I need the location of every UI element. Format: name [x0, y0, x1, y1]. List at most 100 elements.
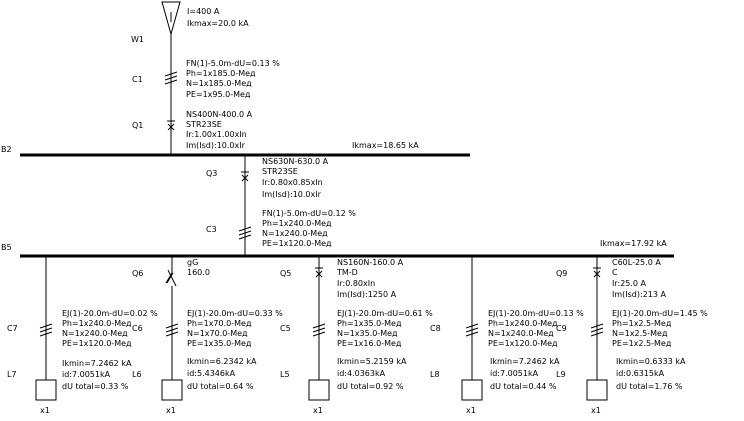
feeder-5-device-line-2: C: [612, 268, 618, 277]
tie-breaker-line-3: Ir:0.80x0.85xIn: [262, 178, 323, 187]
feeder-3-mult: x1: [313, 406, 323, 415]
feeder-3-load-box: [308, 379, 330, 401]
feeder-3-load-line-2: id:4.0363kA: [337, 369, 386, 378]
feeder-2-cable-line-2: Ph=1x70.0-Мед: [187, 319, 252, 328]
feeder-5-cable-line-3: N=1x2.5-Мед: [612, 329, 668, 338]
tie-breaker-line-4: Im(Isd):10.0xIr: [262, 190, 322, 199]
incomer-cable-line-2: Ph=1x185.0-Мед: [186, 69, 256, 78]
feeder-4-mult: x1: [466, 406, 476, 415]
feeder-5-cable-line-4: PE=1x2.5-Мед: [612, 339, 672, 348]
feeder-1-cable-line-4: PE=1x120.0-Мед: [62, 339, 132, 348]
feeder-1-load-box: [35, 379, 57, 401]
feeder-2-cable-name: C6: [132, 324, 143, 333]
feeder-5[interactable]: Q9 C60L-25.0 A C Ir:25.0 A Im(Isd):213 A…: [556, 256, 708, 415]
feeder-5-cable-line-2: Ph=1x2.5-Мед: [612, 319, 672, 328]
feeder-1-cable-line-3: N=1x240.0-Мед: [62, 329, 128, 338]
tie-cable-line-1: FN(1)-5.0m-dU=0.12 %: [262, 209, 356, 218]
feeder-1-load-line-3: dU total=0.33 %: [62, 382, 129, 391]
feeder-5-load-line-3: dU total=1.76 %: [616, 382, 683, 391]
feeder-5-load-line-2: id:0.6315kA: [616, 369, 665, 378]
feeder-3-load-line-3: dU total=0.92 %: [337, 382, 404, 391]
incomer-cable-line-3: N=1x185.0-Мед: [186, 79, 252, 88]
feeder-3-cable-line-2: Ph=1x35.0-Мед: [337, 319, 402, 328]
incomer-breaker-line-4: Im(Isd):10.0xIr: [186, 141, 246, 150]
tie-breaker[interactable]: Q3 NS630N-630.0 A STR23SE Ir:0.80x0.85xI…: [206, 157, 329, 199]
tie-breaker-line-2: STR23SE: [262, 167, 298, 176]
feeder-5-mult: x1: [591, 406, 601, 415]
feeder-2-cable-line-4: PE=1x35.0-Мед: [187, 339, 252, 348]
feeder-1[interactable]: C7 EJ(1)-20.0m-dU=0.02 % Ph=1x240.0-Мед …: [7, 256, 158, 415]
feeder-2-cable-line-1: EJ(1)-20.0m-dU=0.33 %: [187, 309, 283, 318]
feeder-5-load-name: L9: [556, 370, 566, 379]
feeder-5-device-name: Q9: [556, 269, 567, 278]
feeder-4-load-name: L8: [430, 370, 440, 379]
incomer-breaker[interactable]: Q1 NS400N-400.0 A STR23SE Ir:1.00x1.00xI…: [132, 110, 253, 150]
feeder-2-load-line-1: Ikmin=6.2342 kA: [187, 357, 257, 366]
feeder-1-mult: x1: [40, 406, 50, 415]
feeder-1-cable-name: C7: [7, 324, 18, 333]
feeder-3-load-line-1: Ikmin=5.2159 kA: [337, 357, 407, 366]
incomer-cable-line-1: FN(1)-5.0m-dU=0.13 %: [186, 59, 280, 68]
feeder-1-load-line-1: Ikmin=7.2462 kA: [62, 359, 132, 368]
source-symbol: [161, 1, 181, 36]
tie-cable-line-2: Ph=1x240.0-Мед: [262, 219, 332, 228]
feeder-4-cable-line-1: EJ(1)-20.0m-dU=0.13 %: [488, 309, 584, 318]
feeder-2-mult: x1: [166, 406, 176, 415]
tie-breaker-line-1: NS630N-630.0 A: [262, 157, 329, 166]
incomer-breaker-line-3: Ir:1.00x1.00xIn: [186, 130, 247, 139]
feeder-5-cable-name: C9: [556, 324, 567, 333]
bus-b5[interactable]: B5 Ikmax=17.92 kA: [1, 239, 674, 258]
feeder-5-device-line-3: Ir:25.0 A: [612, 279, 647, 288]
feeder-5-load-box: [586, 379, 608, 401]
feeder-2-load-name: L6: [132, 370, 142, 379]
feeder-3-cable-line-1: EJ(1)-20.0m-dU=0.61 %: [337, 309, 433, 318]
feeder-4[interactable]: C8 EJ(1)-20.0m-dU=0.13 % Ph=1x240.0-Мед …: [430, 256, 584, 415]
bus-b5-ikmax: Ikmax=17.92 kA: [600, 239, 667, 248]
source[interactable]: I=400 A Ikmax=20.0 kA W1: [131, 1, 249, 44]
feeder-3[interactable]: Q5 NS160N-160.0 A TM-D Ir:0.80xIn Im(Isd…: [280, 256, 433, 415]
feeder-5-device-line-1: C60L-25.0 A: [612, 258, 661, 267]
feeder-2-device-line-1: gG: [187, 258, 198, 267]
feeder-2-device-line-2: 160.0: [187, 268, 210, 277]
feeder-5-device-line-4: Im(Isd):213 A: [612, 290, 667, 299]
incomer-breaker-name: Q1: [132, 121, 143, 130]
feeder-2-device-name: Q6: [132, 269, 143, 278]
source-ikmax-text: Ikmax=20.0 kA: [187, 19, 249, 28]
feeder-4-cable-name: C8: [430, 324, 441, 333]
tie-cable-line-3: N=1x240.0-Мед: [262, 229, 328, 238]
feeder-3-device-line-1: NS160N-160.0 A: [337, 258, 404, 267]
feeder-3-device-line-4: Im(Isd):1250 A: [337, 290, 397, 299]
feeder-3-device-name: Q5: [280, 269, 291, 278]
feeder-3-device-line-3: Ir:0.80xIn: [337, 279, 375, 288]
bus-b2-name: B2: [1, 145, 12, 154]
feeder-4-cable-line-3: N=1x240.0-Мед: [488, 329, 554, 338]
feeder-4-load-box: [461, 379, 483, 401]
incomer-cable-name: C1: [132, 75, 143, 84]
feeder-1-cable-line-2: Ph=1x240.0-Мед: [62, 319, 132, 328]
feeder-5-cable-line-1: EJ(1)-20.0m-dU=1.45 %: [612, 309, 708, 318]
tie-cable[interactable]: C3 FN(1)-5.0m-dU=0.12 % Ph=1x240.0-Мед N…: [206, 209, 356, 248]
tie-breaker-name: Q3: [206, 169, 217, 178]
incomer-breaker-line-2: STR23SE: [186, 120, 222, 129]
feeder-3-cable-line-3: N=1x35.0-Мед: [337, 329, 398, 338]
feeder-3-cable-name: C5: [280, 324, 291, 333]
feeder-4-cable-line-4: PE=1x120.0-Мед: [488, 339, 558, 348]
feeder-1-load-name: L7: [7, 370, 17, 379]
tie-cable-name: C3: [206, 225, 217, 234]
incomer-cable-line-4: PE=1x95.0-Мед: [186, 90, 251, 99]
incomer-cable[interactable]: C1 FN(1)-5.0m-dU=0.13 % Ph=1x185.0-Мед N…: [132, 59, 280, 99]
feeder-2-load-box: [161, 379, 183, 401]
feeder-2-load-line-3: dU total=0.64 %: [187, 382, 254, 391]
feeder-1-cable-line-1: EJ(1)-20.0m-dU=0.02 %: [62, 309, 158, 318]
bus-b5-name: B5: [1, 243, 12, 252]
feeder-1-load-line-2: id:7.0051kA: [62, 370, 111, 379]
feeder-2[interactable]: Q6 gG 160.0 C6 EJ(1)-20.0m-dU=0.33 % Ph=…: [132, 256, 283, 415]
feeder-3-load-name: L5: [280, 370, 290, 379]
tie-cable-line-4: PE=1x120.0-Мед: [262, 239, 332, 248]
feeder-3-device-line-2: TM-D: [336, 268, 358, 277]
feeder-3-cable-line-4: PE=1x16.0-Мед: [337, 339, 402, 348]
feeder-2-load-line-2: id:5.4346kA: [187, 369, 236, 378]
feeder-4-load-line-2: id:7.0051kA: [490, 369, 539, 378]
source-name: W1: [131, 35, 144, 44]
feeder-4-cable-line-2: Ph=1x240.0-Мед: [488, 319, 558, 328]
